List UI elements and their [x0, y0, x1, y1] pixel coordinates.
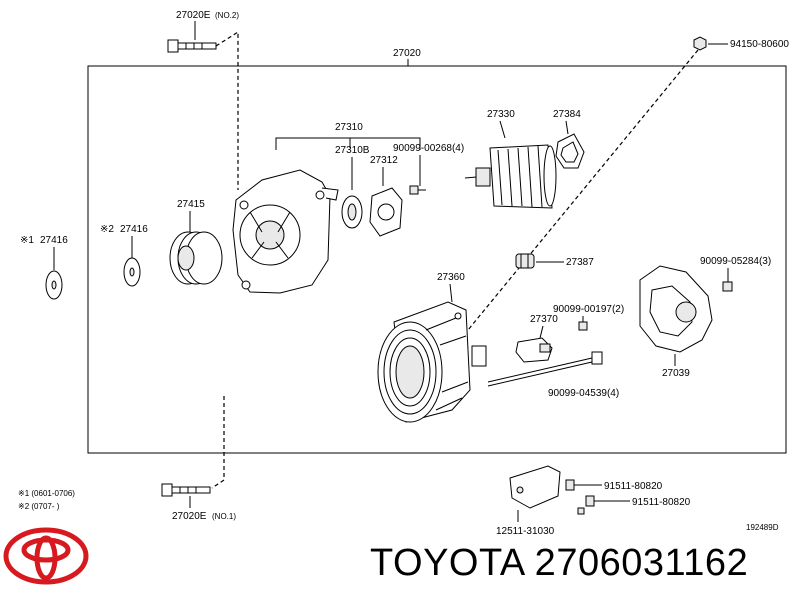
note-2: ※2 (0707- ): [18, 502, 60, 511]
label-bolt-long: 90099-04539(4): [548, 388, 619, 399]
label-rear-cover: 27039: [662, 368, 690, 379]
label-screw-reg: 90099-00197(2): [553, 304, 624, 315]
screw-plate-part: [409, 185, 426, 195]
diagram-code: 192489D: [746, 523, 779, 532]
label-bolt-bottom-note: (NO.1): [212, 512, 236, 521]
label-assembly: 27020: [393, 48, 421, 59]
label-washer-outer: 27416: [40, 235, 68, 246]
label-bolt-bracket-1: 91511-80820: [604, 481, 663, 492]
label-bolt-bracket-2: 91511-80820: [632, 497, 691, 508]
rear-cover-part: [639, 265, 713, 353]
rotor-part: [464, 144, 557, 209]
label-regulator: 27370: [530, 314, 558, 325]
retainer-plate-part: [369, 187, 403, 237]
label-bolt-bottom: 27020E: [172, 511, 207, 522]
label-bolt-top: 27020E: [176, 10, 211, 21]
assembly-frame: [87, 65, 787, 454]
brand-part-number: TOYOTA 2706031162: [370, 542, 749, 584]
label-nut-top: 94150-80600: [730, 39, 789, 50]
label-pulley: 27415: [177, 199, 205, 210]
regulator-part: [515, 337, 553, 363]
screw-rear-part: [722, 281, 733, 292]
label-washer-outer-mark: ※1: [20, 235, 34, 246]
toyota-logo-icon: [3, 527, 89, 585]
label-washer-inner-mark: ※2: [100, 224, 114, 235]
washer-inner-part: [123, 257, 141, 287]
label-cover-small: 27384: [553, 109, 581, 120]
bolt-bracket-2-part: [577, 495, 604, 515]
bearing-part: [341, 195, 363, 229]
screw-reg-part: [578, 321, 588, 331]
bracket-part: [509, 465, 561, 509]
cover-small-part: [555, 133, 585, 169]
label-insulator: 27387: [566, 257, 594, 268]
bolt-bracket-1-part: [565, 479, 586, 491]
label-screw-rear: 90099-05284(3): [700, 256, 771, 267]
pulley-part: [169, 231, 223, 285]
label-bracket: 12511-31030: [496, 526, 555, 537]
label-rotor: 27330: [487, 109, 515, 120]
note-1: ※1 (0601-0706): [18, 489, 75, 498]
insulator-part: [515, 253, 535, 269]
stator-part: [377, 301, 487, 423]
bolt-bottom-part: [161, 483, 211, 497]
nut-top-part: [693, 36, 707, 51]
label-frame: 27310: [335, 122, 363, 133]
front-frame-part: [232, 169, 339, 294]
label-washer-inner: 27416: [120, 224, 148, 235]
label-plate: 27312: [370, 155, 398, 166]
washer-outer-part: [45, 270, 63, 300]
label-screw-plate: 90099-00268(4): [393, 143, 464, 154]
bolt-top-part: [167, 39, 217, 53]
label-stator: 27360: [437, 272, 465, 283]
bolt-long-part: [487, 351, 603, 387]
label-frame-b: 27310B: [335, 145, 370, 156]
label-bolt-top-note: (NO.2): [215, 11, 239, 20]
